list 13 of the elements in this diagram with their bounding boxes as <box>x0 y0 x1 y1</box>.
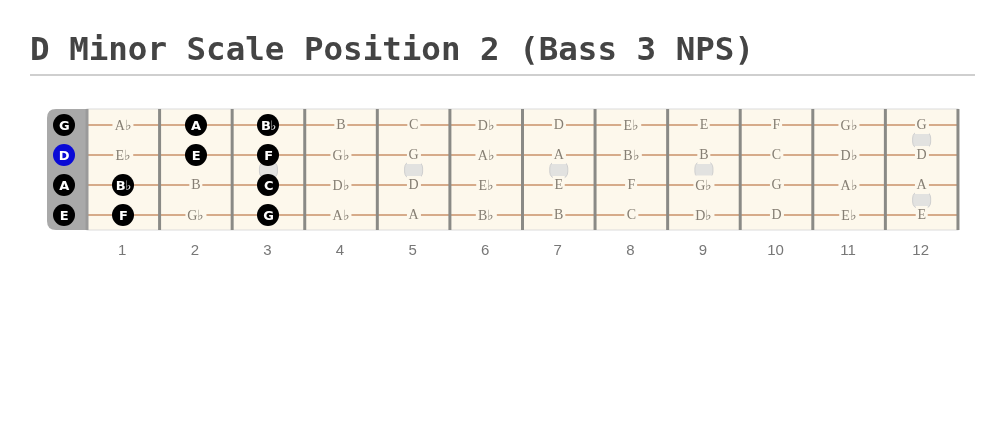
fret-number: 9 <box>698 240 708 258</box>
fret-number: 2 <box>190 240 200 258</box>
fret-number: 6 <box>481 240 490 258</box>
fret-number: 1 <box>118 240 127 258</box>
fret-number: 10 <box>767 240 784 258</box>
title: D Minor Scale Position 2 (Bass 3 NPS) <box>30 30 754 68</box>
fret-number: 5 <box>408 240 417 258</box>
fret-number: 7 <box>553 240 562 258</box>
fret-number: 12 <box>912 240 929 258</box>
fret-number: 8 <box>626 240 635 258</box>
fret-number: 11 <box>840 240 856 258</box>
fret-number: 3 <box>263 240 272 258</box>
fret-number: 4 <box>335 240 345 258</box>
